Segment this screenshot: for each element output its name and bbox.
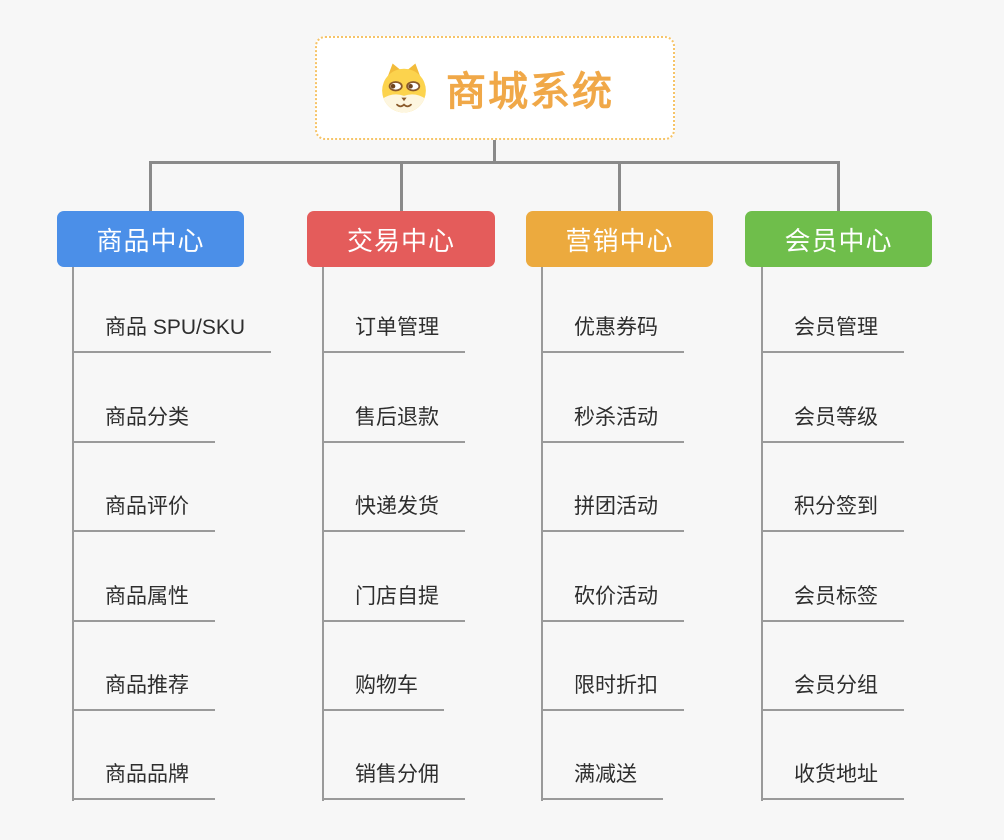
connector-drop (149, 162, 152, 211)
branch-node-marketing-center[interactable]: 营销中心 (526, 211, 713, 267)
leaf-node[interactable]: 优惠券码 (541, 315, 684, 353)
leaf-node[interactable]: 满减送 (541, 762, 663, 800)
root-title: 商城系统 (446, 70, 614, 114)
branch-node-trade-center[interactable]: 交易中心 (307, 211, 495, 267)
leaf-node[interactable]: 积分签到 (761, 494, 904, 532)
leaf-node[interactable]: 会员等级 (761, 405, 904, 443)
leaf-node[interactable]: 拼团活动 (541, 494, 684, 532)
connector-rail (149, 161, 840, 164)
leaf-node[interactable]: 砍价活动 (541, 584, 684, 622)
branch-trunk (541, 267, 543, 801)
leaf-node[interactable]: 秒杀活动 (541, 405, 684, 443)
connector-drop (400, 162, 403, 211)
branch-trunk (761, 267, 763, 801)
leaf-node[interactable]: 商品 SPU/SKU (72, 315, 272, 353)
connector-drop (837, 162, 840, 211)
leaf-node[interactable]: 收货地址 (761, 762, 904, 800)
branch-node-product-center[interactable]: 商品中心 (57, 211, 244, 267)
leaf-node[interactable]: 订单管理 (322, 315, 465, 353)
leaf-node[interactable]: 商品评价 (72, 494, 215, 532)
root-node[interactable]: 商城系统 (315, 36, 675, 140)
leaf-node[interactable]: 购物车 (322, 673, 444, 711)
branch-trunk (72, 267, 74, 801)
dog-face-icon (376, 60, 432, 116)
leaf-node[interactable]: 快递发货 (322, 494, 465, 532)
branch-node-member-center[interactable]: 会员中心 (745, 211, 932, 267)
leaf-node[interactable]: 限时折扣 (541, 673, 684, 711)
leaf-node[interactable]: 商品属性 (72, 584, 215, 622)
leaf-node[interactable]: 销售分佣 (322, 762, 465, 800)
leaf-node[interactable]: 商品分类 (72, 405, 215, 443)
branch-trunk (322, 267, 324, 801)
connector-drop (618, 162, 621, 211)
leaf-node[interactable]: 会员分组 (761, 673, 904, 711)
leaf-node[interactable]: 会员标签 (761, 584, 904, 622)
leaf-node[interactable]: 售后退款 (322, 405, 465, 443)
leaf-node[interactable]: 商品品牌 (72, 762, 215, 800)
leaf-node[interactable]: 门店自提 (322, 584, 465, 622)
connector-root-stub (493, 140, 496, 164)
leaf-node[interactable]: 商品推荐 (72, 673, 215, 711)
leaf-node[interactable]: 会员管理 (761, 315, 904, 353)
